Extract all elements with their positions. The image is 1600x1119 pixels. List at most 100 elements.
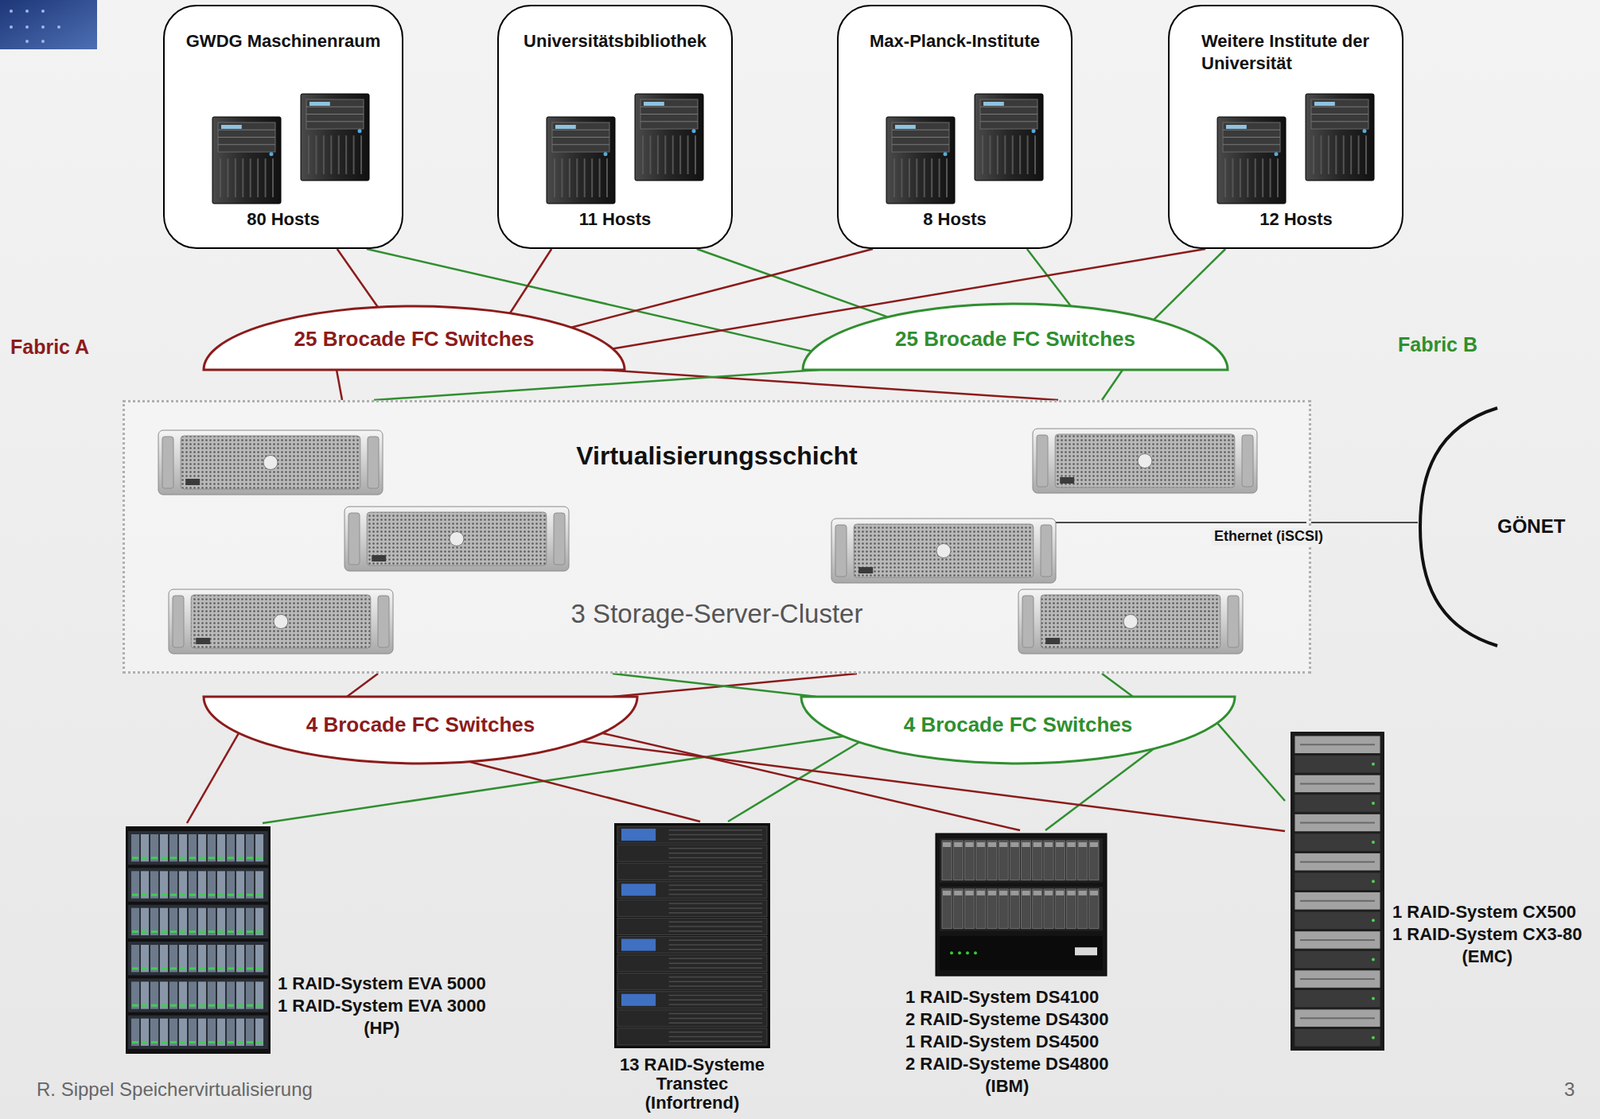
tower-grill	[241, 158, 244, 198]
tower-grill	[1269, 158, 1272, 198]
unit-slot	[1300, 939, 1375, 942]
status-led	[949, 951, 954, 955]
tower-grill	[1327, 135, 1330, 175]
disk-drive	[198, 834, 207, 862]
disk-drive	[150, 834, 159, 862]
switch-group: 25 Brocade FC Switches	[802, 303, 1228, 370]
fc-link	[1153, 249, 1226, 320]
host-count: 12 Hosts	[1201, 208, 1391, 231]
rack-unit	[1294, 950, 1381, 970]
server-handle	[1022, 595, 1034, 648]
tower-led	[358, 128, 363, 133]
tower-grill	[664, 135, 666, 175]
tower-body	[886, 116, 955, 204]
rack-unit	[1294, 892, 1381, 911]
fc-link	[727, 742, 860, 822]
unit-led	[1371, 957, 1375, 962]
network-node: GÖNET	[1417, 401, 1589, 653]
drive-led	[218, 856, 225, 860]
tower-bay-line	[891, 144, 950, 145]
tower-bay-line	[1222, 144, 1281, 145]
disk-drive	[207, 981, 216, 1009]
disk-drive	[207, 945, 216, 973]
drive-led	[256, 894, 263, 897]
unit-grill	[669, 944, 763, 946]
server-body	[1032, 428, 1258, 494]
unit-grill	[669, 1013, 763, 1016]
logo-dot	[57, 25, 61, 29]
tower-bay-line	[1222, 136, 1281, 138]
network-name: GÖNET	[1497, 515, 1565, 539]
server-badge	[185, 478, 200, 486]
disk-drive	[140, 871, 149, 899]
tower-led	[692, 128, 697, 133]
drive-latch	[1078, 891, 1087, 896]
tower-bays	[306, 99, 364, 129]
tower-display	[643, 101, 665, 106]
disk-drive	[226, 834, 235, 862]
disk-drive	[1066, 889, 1076, 929]
site-name: Universitätsbibliothek	[509, 30, 721, 53]
drive-led	[198, 1004, 206, 1008]
tower-bay-line	[218, 136, 276, 138]
drive-latch	[1078, 842, 1087, 848]
tower-body	[300, 93, 370, 181]
tower-grill	[908, 158, 911, 198]
unit-grill	[669, 912, 763, 915]
tower-bay-line	[640, 113, 698, 115]
tower-grill	[591, 158, 593, 198]
raid-entry: 1 RAID-System CX3-80	[1392, 923, 1582, 946]
tower-grill	[264, 158, 267, 198]
server-handle	[835, 525, 847, 577]
drive-led	[132, 1004, 139, 1008]
drive-led	[256, 930, 263, 934]
switch-count: 25 Brocade FC Switches	[895, 327, 1136, 352]
disk-drive	[226, 981, 235, 1009]
disk-drive	[179, 945, 187, 973]
fc-link	[336, 369, 343, 401]
drive-led	[208, 856, 215, 860]
tower-bay-line	[980, 106, 1038, 108]
drive-led	[132, 1041, 139, 1044]
server-badge	[1045, 638, 1060, 645]
lcd-panel	[621, 994, 656, 1007]
drive-led	[227, 1041, 234, 1044]
disk-drive	[150, 945, 159, 973]
tower-grill	[981, 135, 984, 175]
text-group: 25 Brocade FC Switches	[895, 327, 1136, 352]
tower-bay-line	[218, 129, 276, 131]
drive-latch	[1033, 842, 1042, 848]
rack-unit	[617, 1028, 767, 1046]
tower-body	[974, 93, 1044, 181]
fc-link	[1311, 521, 1418, 524]
drive-latch	[977, 842, 985, 848]
rack-unit	[1294, 872, 1381, 892]
tower-grill	[1343, 135, 1345, 175]
drive-led	[141, 967, 148, 970]
disk-drive	[207, 871, 216, 899]
storage-system: 1 RAID-System EVA 50001 RAID-System EVA …	[119, 823, 518, 1059]
drive-latch	[1090, 842, 1098, 848]
unit-grill	[669, 1036, 763, 1039]
disk-drive	[1089, 889, 1099, 929]
disk-drive	[255, 908, 264, 936]
switch-count: 4 Brocade FC Switches	[903, 712, 1133, 738]
text-group: 1 RAID-System CX5001 RAID-System CX3-80(…	[1392, 901, 1582, 969]
server-body	[1018, 589, 1243, 655]
disk-drive	[236, 908, 245, 936]
fabric-name: Fabric A	[10, 334, 90, 359]
tower-grill	[234, 158, 237, 198]
disk-drive	[245, 981, 254, 1009]
disk-drive	[179, 981, 187, 1009]
status-led	[957, 951, 962, 955]
disk-drive	[179, 834, 187, 862]
disk-drive	[976, 889, 986, 929]
unit-led	[1371, 763, 1375, 767]
tower-led	[1362, 128, 1367, 133]
disk-drive	[217, 981, 226, 1009]
drive-led	[179, 1004, 187, 1008]
unit-slot	[1300, 743, 1375, 746]
tower-grill	[599, 158, 601, 198]
tower-bays	[980, 99, 1038, 129]
rack-frame	[125, 826, 271, 1055]
